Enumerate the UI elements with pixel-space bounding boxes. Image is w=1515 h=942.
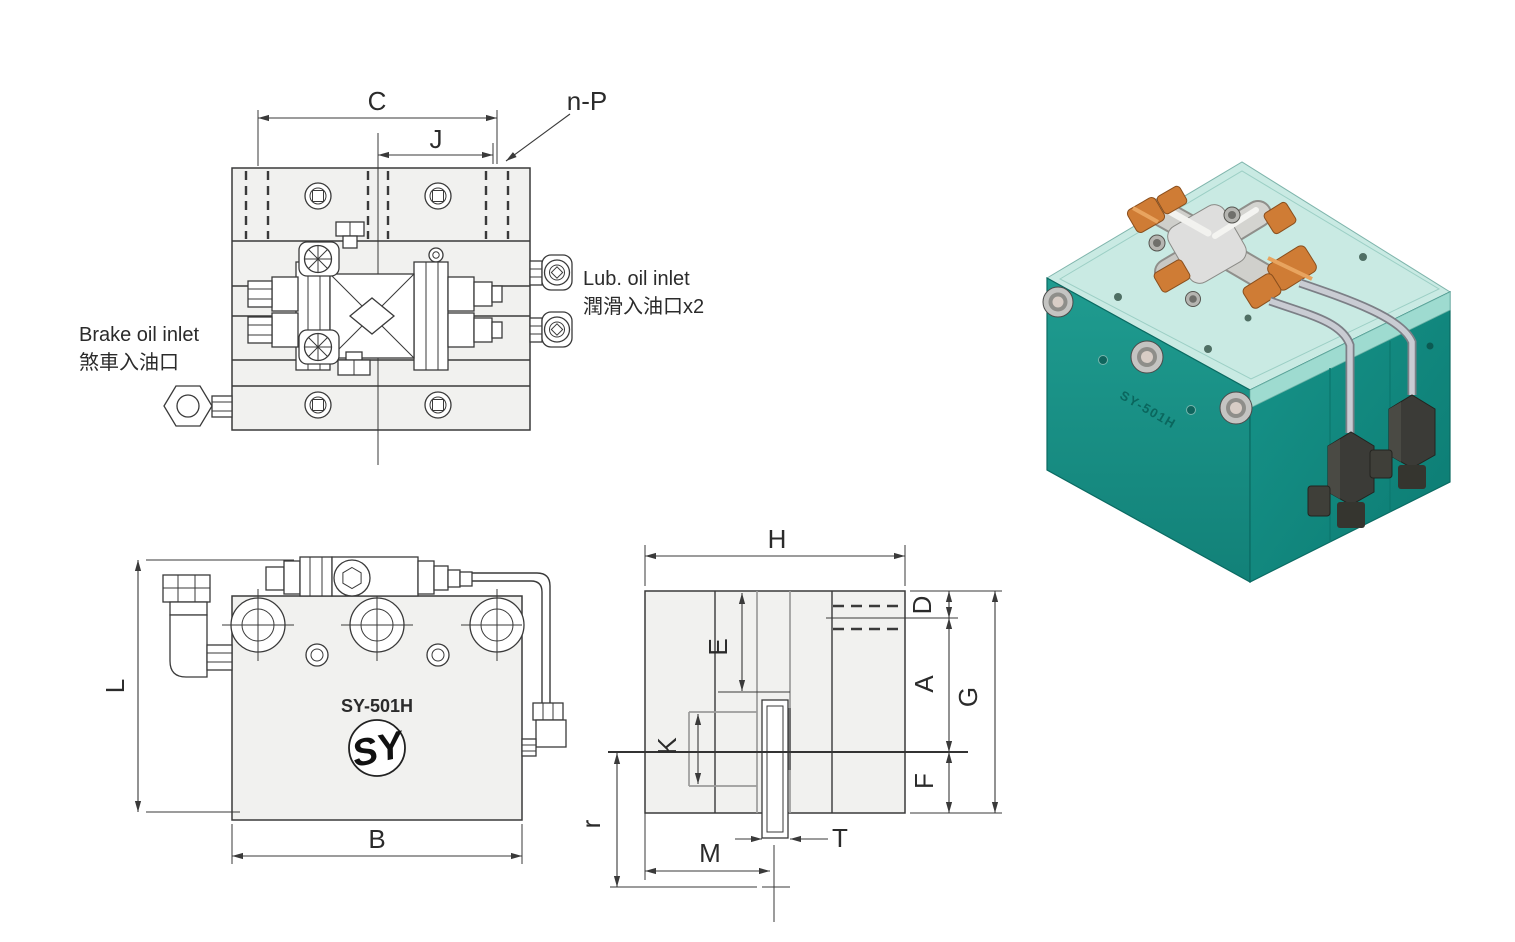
dim-label-np: n-P bbox=[567, 86, 607, 116]
dim-label-e: E bbox=[703, 638, 733, 655]
dowel-hole bbox=[1098, 355, 1108, 365]
top-face-hole bbox=[1114, 293, 1122, 301]
top-face-hole bbox=[1204, 345, 1212, 353]
lub-oil-fitting bbox=[529, 254, 573, 291]
socket-bolt bbox=[1042, 286, 1253, 425]
front-view-dimensions: L B bbox=[100, 559, 523, 864]
lub-oil-fitting bbox=[529, 311, 573, 348]
side-view-dimensions: H D A F G E K r M T bbox=[576, 524, 1002, 888]
distributor-valve-top bbox=[247, 221, 503, 376]
port-annotations: Lub. oil inlet 潤滑入油口x2 Brake oil inlet 煞… bbox=[79, 268, 704, 374]
small-port bbox=[428, 247, 444, 263]
dim-label-h: H bbox=[768, 524, 787, 554]
dim-label-c: C bbox=[368, 86, 387, 116]
front-view: SY-501H SY L B bbox=[100, 556, 567, 864]
top-view-dimensions: C J n-P bbox=[257, 86, 607, 166]
lub-inlet-label-zh: 潤滑入油口x2 bbox=[583, 295, 704, 318]
lub-tube-front bbox=[472, 572, 567, 757]
top-face-hole bbox=[1244, 314, 1252, 322]
dowel-hole bbox=[1186, 405, 1196, 415]
mount-tab bbox=[761, 699, 791, 922]
dim-label-b: B bbox=[368, 824, 385, 854]
dim-label-j: J bbox=[430, 124, 443, 154]
dim-label-m: M bbox=[699, 838, 721, 868]
dim-label-g: G bbox=[953, 687, 983, 707]
small-hole bbox=[305, 643, 329, 667]
orange-fittings bbox=[1126, 185, 1317, 309]
valve-assembly-front bbox=[265, 556, 473, 597]
small-hole bbox=[426, 643, 450, 667]
dim-label-f: F bbox=[909, 773, 939, 789]
black-elbow-fitting bbox=[1307, 431, 1375, 528]
brake-inlet-label-en: Brake oil inlet bbox=[79, 324, 200, 346]
black-elbow-fitting bbox=[1369, 394, 1436, 489]
mount-hole bbox=[222, 589, 525, 661]
dim-label-l: L bbox=[100, 679, 130, 693]
brake-oil-fitting bbox=[163, 385, 233, 427]
dim-label-d: D bbox=[907, 596, 937, 615]
dim-label-r: r bbox=[576, 819, 606, 828]
side-face-hole bbox=[1426, 342, 1434, 350]
top-view: C J n-P Lub. oil inlet 潤滑入油口x2 Brake oil… bbox=[79, 86, 704, 465]
dim-label-a: A bbox=[909, 675, 939, 693]
side-view: H D A F G E K r M T bbox=[576, 524, 1002, 922]
brake-elbow-front bbox=[162, 574, 233, 678]
top-face-hole bbox=[1359, 253, 1367, 261]
render-3d: SY-501H bbox=[1042, 161, 1452, 584]
lub-inlet-label-en: Lub. oil inlet bbox=[583, 268, 690, 290]
lube-tubes bbox=[1268, 278, 1417, 433]
bolt-hole bbox=[304, 182, 452, 419]
model-text: SY-501H bbox=[341, 696, 413, 716]
dim-label-k: K bbox=[652, 737, 682, 755]
dim-label-t: T bbox=[832, 823, 848, 853]
brake-inlet-label-zh: 煞車入油口 bbox=[79, 351, 179, 374]
